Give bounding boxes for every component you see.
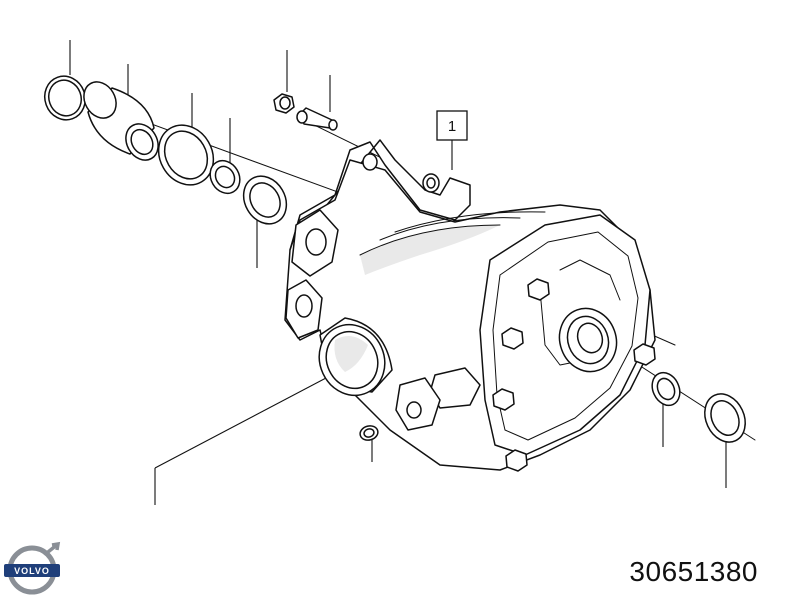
sleeve-bushing [83,81,159,161]
cover-bolts [492,278,656,472]
stud-bolt [296,107,338,131]
brand-name: VOLVO [14,566,50,576]
callout-label: 1 [448,118,456,135]
volvo-logo-icon: VOLVO [4,541,61,595]
seal-ring-large [157,124,215,186]
part-number: 30651380 [629,556,758,587]
seal-ring-small [209,159,241,195]
callout-box: 1 [436,110,468,141]
side-seal-small [651,371,681,407]
nut [273,93,295,114]
differential-housing [284,139,656,471]
sealing-washer [359,425,379,441]
snap-ring [44,75,86,121]
oil-seal [242,175,288,225]
side-seal-large [704,393,746,443]
